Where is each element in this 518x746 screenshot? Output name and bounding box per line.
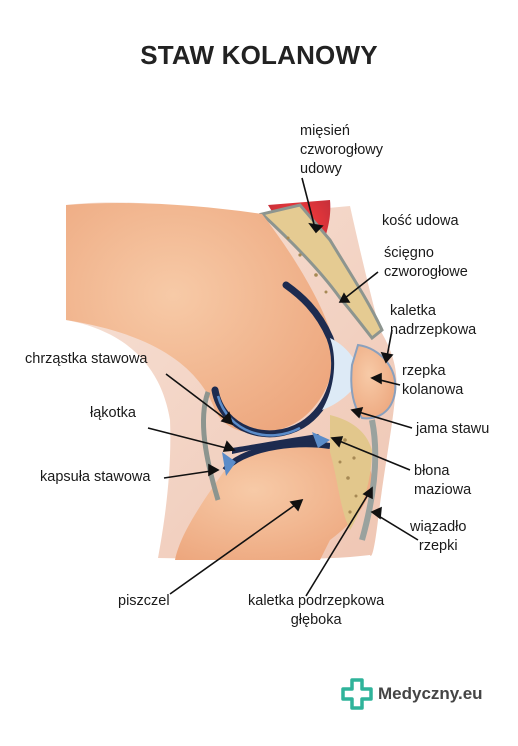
meniscus-back — [222, 452, 236, 476]
label-joint-capsule: kapsuła stawowa — [40, 469, 151, 485]
quadriceps-tendon — [258, 203, 384, 341]
label-joint-cavity: jama stawu — [416, 421, 490, 437]
joint-cavity — [232, 434, 326, 454]
tibia — [175, 443, 372, 560]
patellar-ligament — [359, 419, 379, 541]
label-quadriceps-muscle: mięsień czworogłowy udowy — [300, 123, 383, 177]
medical-cross-icon — [341, 678, 373, 710]
meniscus-front — [312, 432, 330, 448]
label-articular-cartilage: chrząstka stawowa — [25, 351, 148, 367]
label-patella: rzepka kolanowa — [402, 363, 464, 398]
brand-logo: Medyczny.eu — [340, 676, 483, 712]
label-infrapatellar-bursa: kaletka podrzepkowa głęboka — [248, 593, 385, 628]
page-title: STAW KOLANOWY — [140, 40, 378, 70]
pointer-lines — [147, 177, 419, 597]
brand-name: Medyczny.eu — [378, 684, 483, 703]
label-synovial-membrane: błona maziowa — [414, 463, 472, 498]
label-quadriceps-tendon: ścięgno czworogłowe — [384, 245, 468, 280]
label-tibia: piszczel — [118, 593, 170, 609]
joint-capsule — [201, 391, 221, 501]
label-femur: kość udowa — [382, 213, 459, 229]
femur-shaft — [66, 203, 334, 434]
label-meniscus: łąkotka — [90, 405, 136, 421]
label-patellar-ligament: wiązadło rzepki — [410, 519, 467, 554]
label-suprapatellar-bursa: kaletka nadrzepkowa — [390, 303, 477, 338]
synovial-space — [322, 338, 362, 410]
